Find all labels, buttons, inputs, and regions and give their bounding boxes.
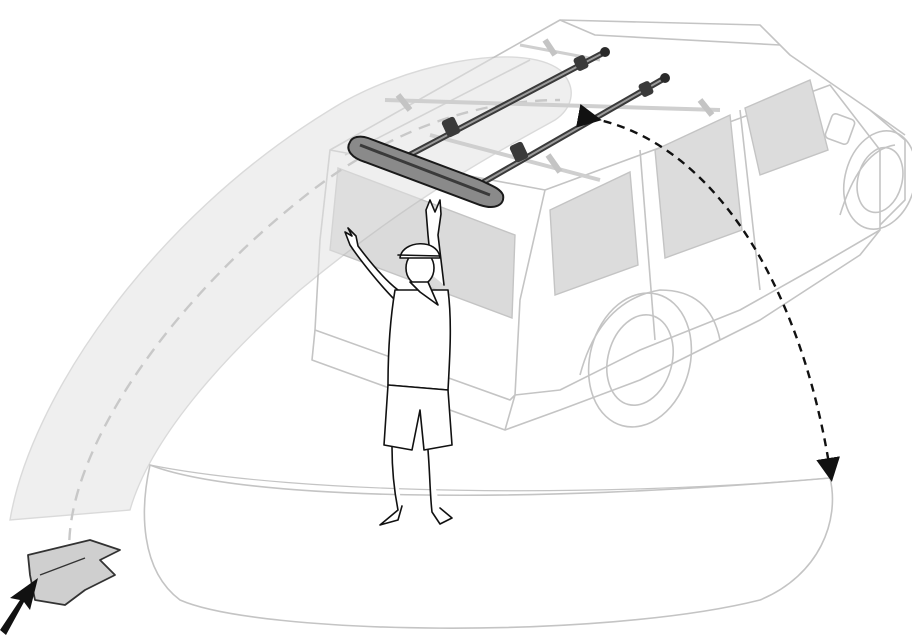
ground-kayak — [144, 465, 832, 628]
side-windows — [550, 80, 828, 295]
rear-wheel — [574, 281, 706, 438]
push-arrow — [0, 578, 38, 635]
kayak-end-ground — [28, 540, 120, 605]
